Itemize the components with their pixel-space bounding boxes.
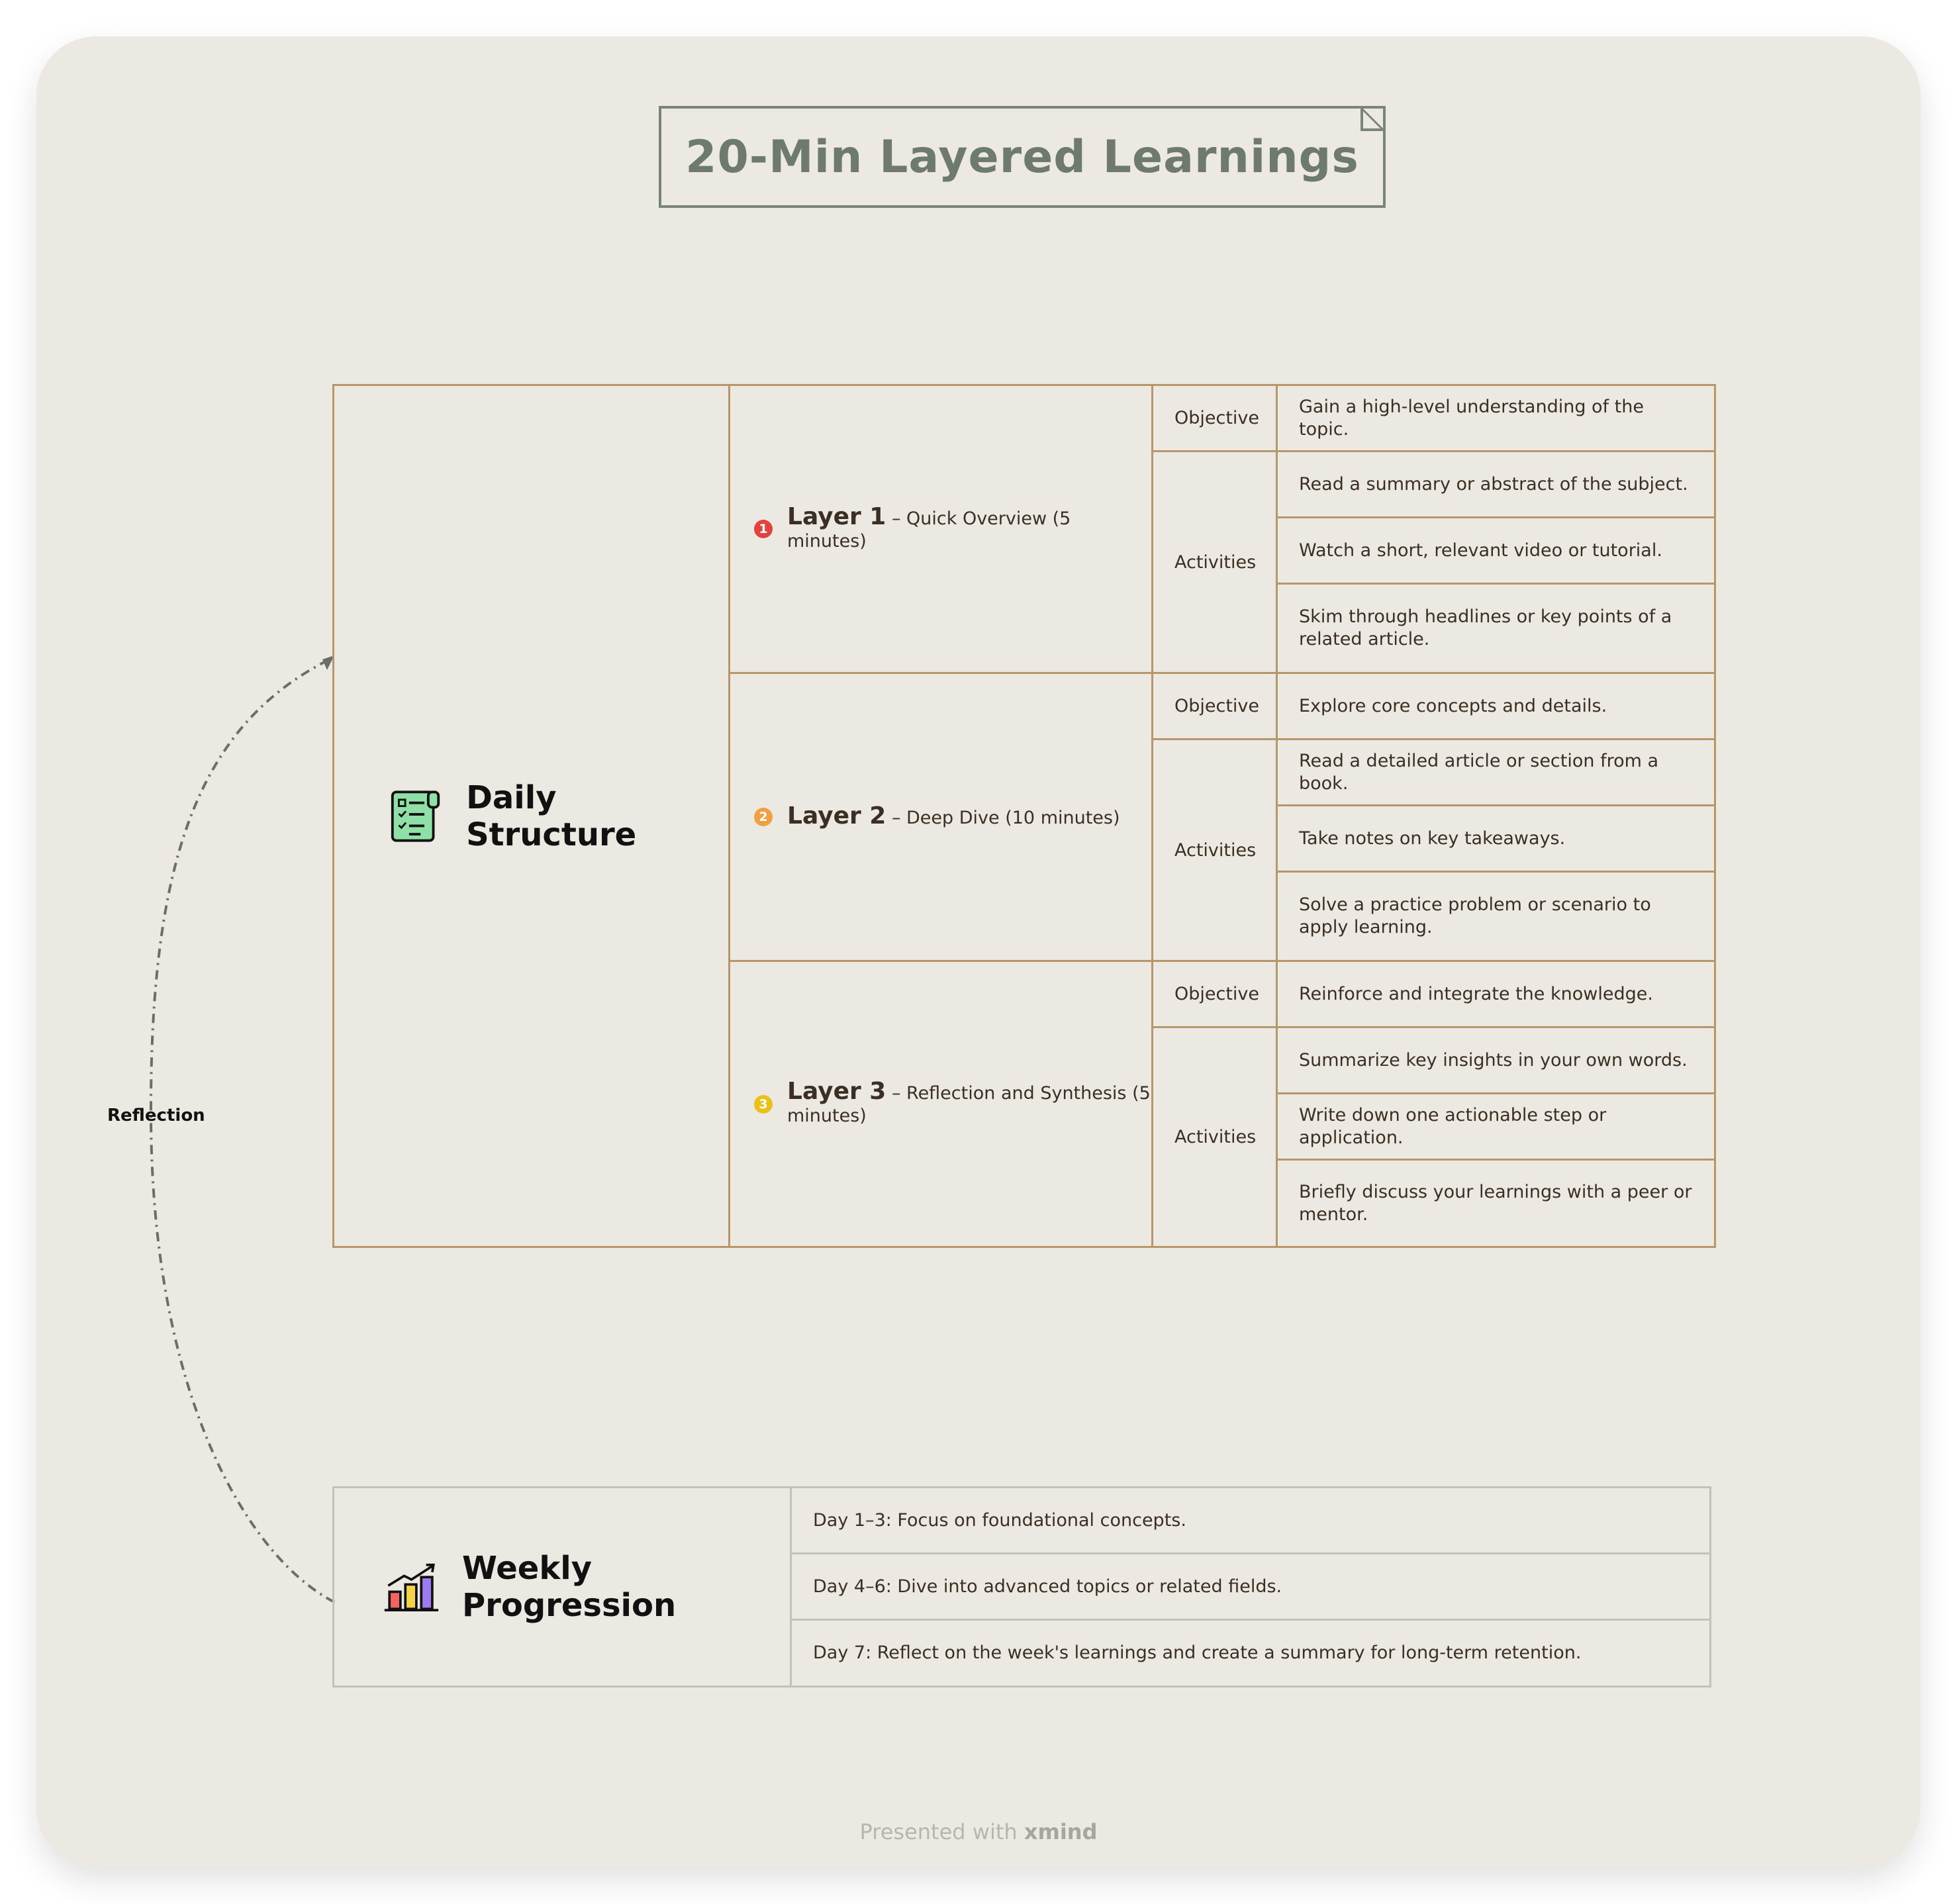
layer-2-name: Layer 2: [787, 802, 886, 830]
layer-1-activities-label[interactable]: Activities: [1151, 450, 1278, 674]
footer-credit: Presented with xmind: [0, 1819, 1957, 1844]
layer-3-activity-2[interactable]: Write down one actionable step or applic…: [1276, 1092, 1716, 1161]
layer-3-activities-label[interactable]: Activities: [1151, 1026, 1278, 1248]
footer-prefix: Presented with: [859, 1819, 1018, 1844]
layer-2-activity-1[interactable]: Read a detailed article or section from …: [1276, 738, 1716, 806]
layer-1-activity-2[interactable]: Watch a short, relevant video or tutoria…: [1276, 516, 1716, 585]
layer-3-activity-1[interactable]: Summarize key insights in your own words…: [1276, 1026, 1716, 1094]
layer-1-objective-label[interactable]: Objective: [1151, 384, 1278, 452]
layer-3-name: Layer 3: [787, 1078, 886, 1105]
mind-map-canvas: [36, 36, 1921, 1868]
central-topic[interactable]: 20-Min Layered Learnings: [659, 106, 1386, 208]
layer-1-topic[interactable]: 1 Layer 1 – Quick Overview (5 minutes): [728, 384, 1153, 674]
layer-3-objective-label[interactable]: Objective: [1151, 960, 1278, 1028]
weekly-progression-label: Weekly Progression: [461, 1550, 677, 1624]
bar-chart-growth-icon: [384, 1563, 439, 1611]
layer-3-topic[interactable]: 3 Layer 3 – Reflection and Synthesis (5 …: [728, 960, 1153, 1248]
checklist-icon: [391, 790, 440, 842]
layer-1-activity-3[interactable]: Skim through headlines or key points of …: [1276, 583, 1716, 674]
weekly-item-3[interactable]: Day 7: Reflect on the week's learnings a…: [790, 1619, 1711, 1688]
layer-2-objective-label[interactable]: Objective: [1151, 672, 1278, 740]
layer-3-desc: – Reflection and Synthesis (5 minutes): [787, 1083, 1151, 1126]
number-1-icon: 1: [754, 520, 773, 538]
weekly-item-1[interactable]: Day 1–3: Focus on foundational concepts.: [790, 1486, 1711, 1554]
layer-1-objective[interactable]: Gain a high-level understanding of the t…: [1276, 384, 1716, 452]
layer-2-topic[interactable]: 2 Layer 2 – Deep Dive (10 minutes): [728, 672, 1153, 962]
layer-2-activity-3[interactable]: Solve a practice problem or scenario to …: [1276, 871, 1716, 962]
layer-2-objective[interactable]: Explore core concepts and details.: [1276, 672, 1716, 740]
central-topic-title: 20-Min Layered Learnings: [685, 130, 1359, 183]
layer-2-activity-2[interactable]: Take notes on key takeaways.: [1276, 804, 1716, 873]
arrowhead-icon: [322, 655, 334, 670]
number-3-icon: 3: [754, 1094, 773, 1114]
layer-3-title: Layer 3 – Reflection and Synthesis (5 mi…: [787, 1080, 1151, 1127]
layer-1-name: Layer 1: [787, 502, 886, 530]
xmind-logo[interactable]: xmind: [1024, 1819, 1098, 1844]
layer-3-activity-3[interactable]: Briefly discuss your learnings with a pe…: [1276, 1159, 1716, 1248]
layer-2-desc: – Deep Dive (10 minutes): [891, 807, 1120, 828]
layer-1-title: Layer 1 – Quick Overview (5 minutes): [787, 502, 1151, 553]
weekly-progression-topic[interactable]: Weekly Progression: [332, 1486, 792, 1688]
number-2-icon: 2: [754, 808, 773, 826]
layer-2-title: Layer 2 – Deep Dive (10 minutes): [787, 802, 1120, 830]
daily-structure-label: Daily Structure: [466, 779, 637, 853]
layer-3-objective[interactable]: Reinforce and integrate the knowledge.: [1276, 960, 1716, 1028]
daily-structure-topic[interactable]: Daily Structure: [332, 384, 730, 1248]
layer-2-activities-label[interactable]: Activities: [1151, 738, 1278, 962]
weekly-item-2[interactable]: Day 4–6: Dive into advanced topics or re…: [790, 1552, 1711, 1621]
page-fold-icon: [1359, 107, 1384, 132]
layer-1-desc: – Quick Overview (5 minutes): [787, 508, 1071, 551]
relationship-label[interactable]: Reflection: [107, 1106, 205, 1125]
layer-1-activity-1[interactable]: Read a summary or abstract of the subjec…: [1276, 450, 1716, 518]
